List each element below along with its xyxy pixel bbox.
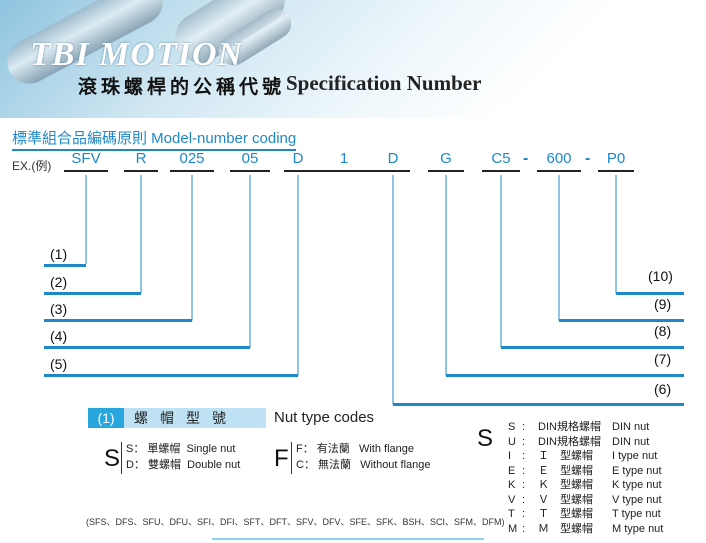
callout-label: (9)	[654, 296, 672, 312]
code-item: D	[376, 150, 410, 172]
callout-bar	[559, 319, 684, 322]
callout-label: (7)	[654, 351, 672, 367]
callout-bar	[44, 292, 141, 295]
divider	[212, 538, 484, 540]
divider	[121, 442, 122, 474]
header-banner	[0, 0, 706, 118]
callout-bar	[616, 292, 684, 295]
code-separator: -	[523, 150, 529, 167]
code-separator: -	[585, 150, 591, 167]
group-letter: F	[274, 445, 289, 472]
code-item: G	[428, 150, 464, 172]
callout-bar	[44, 319, 192, 322]
section-title-en: Nut type codes	[274, 409, 375, 426]
code-item: R	[124, 150, 158, 172]
callout-bar	[44, 374, 298, 377]
callout-bar	[44, 264, 86, 267]
group-items: F： 有法蘭 With flange C： 無法蘭 Without flange	[296, 441, 431, 473]
group-letter: S	[477, 425, 494, 452]
callout-bar	[446, 374, 684, 377]
callout-label: (5)	[50, 356, 68, 372]
callout-label: (6)	[654, 381, 672, 397]
section-title: 標準組合品編碼原則 Model-number coding	[12, 127, 297, 151]
list-item: F： 有法蘭 With flange	[296, 443, 414, 455]
callout-bar	[44, 346, 250, 349]
model-list-footnote: (SFS、DFS、SFU、DFU、SFI、DFI、SFT、DFT、SFV、DFV…	[86, 517, 505, 527]
callout-label: (2)	[50, 274, 68, 290]
group-items: S： 單螺帽 Single nut D： 雙螺帽 Double nut	[126, 441, 240, 473]
divider	[291, 442, 292, 474]
code-item: SFV	[64, 150, 108, 172]
section-index: (1)	[88, 408, 124, 428]
list-item: D： 雙螺帽 Double nut	[126, 459, 241, 471]
code-item: D	[284, 150, 312, 172]
code-item: C5	[482, 150, 520, 172]
callout-label: (1)	[50, 246, 68, 262]
group-letter: S	[104, 445, 121, 472]
page-title-zh: 滾珠螺桿的公稱代號	[78, 76, 286, 98]
code-item: 025	[170, 150, 214, 172]
callout-bar	[393, 403, 684, 406]
callout-label: (4)	[50, 328, 68, 344]
code-item: 600	[537, 150, 581, 172]
callout-label: (3)	[50, 301, 68, 317]
callout-bar	[501, 346, 684, 349]
nut-type-header: (1) 螺帽型號 Nut type codes	[88, 408, 678, 428]
page-title-en: Specification Number	[286, 71, 482, 95]
code-item: 05	[230, 150, 270, 172]
list-item: C： 無法蘭 Without flange	[296, 459, 431, 471]
list-item: S： 單螺帽 Single nut	[126, 443, 236, 455]
example-label: EX.(例)	[12, 159, 52, 173]
brand-logo: TBI MOTION	[30, 36, 244, 73]
code-item: 1	[312, 150, 376, 172]
section-title-zh: 螺帽型號	[124, 408, 266, 428]
callout-label: (10)	[648, 268, 673, 284]
code-item: P0	[598, 150, 634, 172]
callout-label: (8)	[654, 323, 672, 339]
